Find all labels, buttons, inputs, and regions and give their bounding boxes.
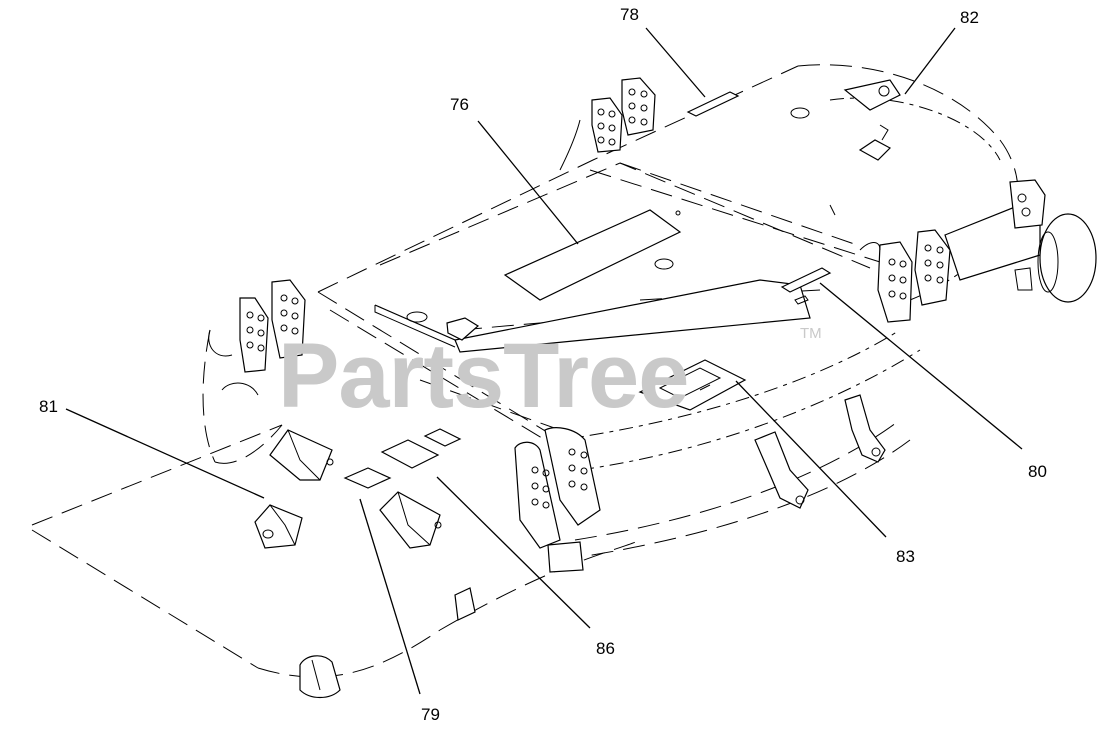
left-height-plates xyxy=(208,279,306,396)
watermark-trademark: TM xyxy=(800,325,822,342)
callout-78: 78 xyxy=(620,5,639,24)
callout-81: 81 xyxy=(39,397,58,416)
callout-76: 76 xyxy=(450,95,469,114)
decal-79 xyxy=(343,467,392,489)
bracket-82 xyxy=(829,79,901,216)
bracket-81 xyxy=(254,504,303,549)
rear-wheel-assembly xyxy=(944,179,1097,303)
leader-80 xyxy=(819,282,1023,450)
top-plate xyxy=(374,279,811,353)
callout-83: 83 xyxy=(896,547,915,566)
watermark-text: PartsTree xyxy=(278,325,688,427)
right-height-plates xyxy=(859,229,951,323)
front-roller xyxy=(299,394,886,699)
front-height-plates xyxy=(514,427,601,573)
decal-80 xyxy=(780,267,832,305)
callout-86: 86 xyxy=(596,639,615,658)
leader-83 xyxy=(735,380,887,538)
leader-86 xyxy=(436,476,591,629)
decal-76 xyxy=(503,209,682,301)
callout-labels: 76 78 79 80 81 82 83 86 xyxy=(39,5,1047,724)
leader-81 xyxy=(65,408,265,499)
leader-82 xyxy=(904,27,956,95)
leader-78 xyxy=(645,27,706,98)
callout-79: 79 xyxy=(421,705,440,724)
rear-height-plates xyxy=(559,77,656,171)
front-brackets xyxy=(269,429,442,549)
leader-lines xyxy=(65,27,1023,695)
callout-80: 80 xyxy=(1028,462,1047,481)
decal-83 xyxy=(638,359,747,411)
leader-76 xyxy=(477,120,579,245)
watermark: PartsTree TM xyxy=(278,325,822,427)
callout-82: 82 xyxy=(960,8,979,27)
decal-78 xyxy=(686,91,810,119)
decal-86 xyxy=(380,428,462,469)
leader-79 xyxy=(359,498,421,695)
